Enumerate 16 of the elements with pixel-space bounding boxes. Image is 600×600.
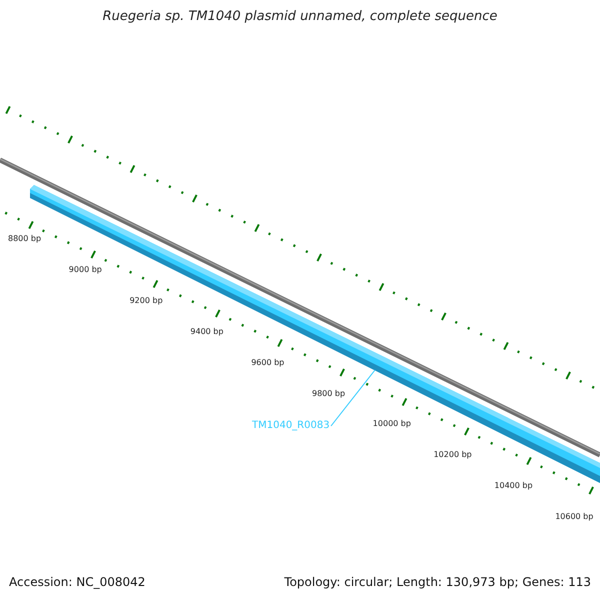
footer-text: Topology: circular; Length: 130,973 bp; Genes: 113: [284, 575, 591, 589]
leader-line: [330, 370, 376, 426]
tick-label: 9600 bp: [251, 358, 284, 367]
tick-label: 10000 bp: [372, 419, 411, 428]
tick-label: 10600 bp: [555, 512, 594, 522]
tick-label: 10200 bp: [434, 450, 472, 460]
gene-label: TM1040_R0083: [252, 420, 330, 431]
tick-label: 9400 bp: [190, 326, 224, 336]
tick-label: 9800 bp: [312, 388, 346, 398]
footer-text: Accession: NC_008042: [9, 575, 146, 589]
tick-label: 9000 bp: [68, 264, 102, 274]
tick-label: 9200 bp: [130, 296, 163, 305]
tick-label: 8800 bp: [8, 234, 42, 243]
gene-bar: [30, 185, 600, 483]
tick-label: 10400 bp: [494, 481, 533, 490]
title: Ruegeria sp. TM1040 plasmid unnamed, complete sequence: [102, 9, 498, 24]
